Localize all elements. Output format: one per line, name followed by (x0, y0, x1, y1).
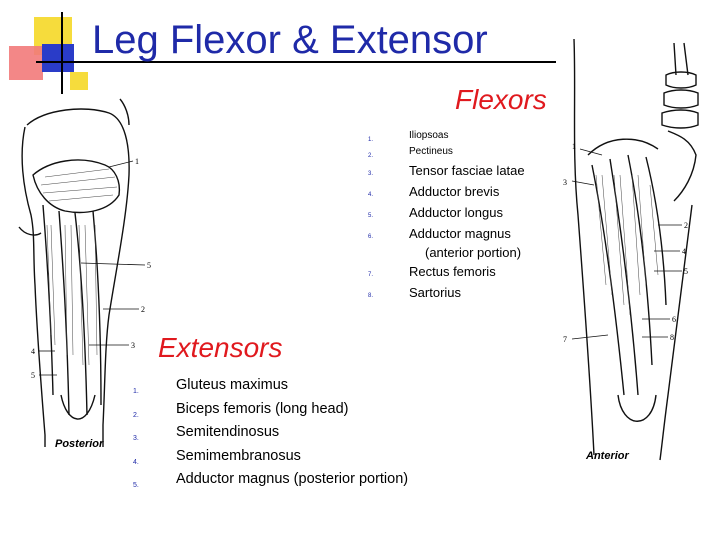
muscle-contour (74, 212, 88, 416)
muscle-subnote: (anterior portion) (425, 245, 522, 260)
callout-label: 5 (147, 261, 151, 270)
posterior-thigh-illustration: 1 5 2 3 4 5 Posterior (18, 98, 151, 450)
muscle-name: Iliopsoas (409, 130, 449, 141)
list-number: 2. (368, 153, 374, 159)
muscle-contour (609, 158, 639, 396)
callout-label: 6 (672, 315, 676, 324)
accent-square-red (9, 46, 43, 80)
gluteus-maximus-shape (32, 159, 121, 214)
list-number: 5. (133, 482, 139, 489)
muscle-contour (627, 154, 653, 366)
muscle-contour (645, 156, 667, 306)
vertebra (665, 71, 697, 89)
list-number: 1. (368, 137, 374, 143)
list-number: 5. (368, 213, 374, 219)
title-underline (36, 61, 556, 63)
callout-label: 8 (670, 333, 674, 342)
muscle-name: Biceps femoris (long head) (176, 400, 349, 417)
spine-outline (673, 42, 689, 76)
callout-label: 4 (682, 247, 686, 256)
muscle-contour (42, 204, 54, 396)
muscle-contour (591, 164, 625, 396)
extensors-heading: Extensors (158, 332, 283, 363)
callout-label: 2 (684, 221, 688, 230)
list-item: 5. Adductor magnus (posterior portion) (133, 468, 408, 492)
muscle-name: Adductor magnus (409, 226, 511, 241)
list-item: 4. Semimembranosus (133, 445, 408, 469)
flexor-list: 1. Iliopsoas 2. Pectineus 3. Tensor fasciae… (368, 128, 563, 303)
list-number: 4. (133, 458, 139, 466)
posterior-label: Posterior (55, 438, 104, 450)
slide-title: Leg Flexor & Extensor (92, 18, 488, 62)
muscle-contour (58, 210, 70, 416)
muscle-name: Semitendinosus (176, 424, 280, 440)
list-item: 8. Sartorius (368, 282, 563, 303)
list-item: 2. Pectineus (368, 144, 563, 160)
list-number: 6. (368, 234, 374, 240)
list-item: 7. Rectus femoris (368, 261, 563, 282)
callout-label: 5 (31, 371, 35, 380)
list-number: 2. (133, 411, 139, 419)
fiber-hatching (595, 174, 659, 316)
list-number: 3. (133, 435, 139, 442)
callout-leader (80, 262, 146, 266)
callout-label: 5 (684, 267, 688, 276)
muscle-name: Gluteus maximus (176, 377, 289, 393)
vertebra (661, 109, 699, 129)
muscle-name: Semimembranosus (176, 447, 301, 464)
muscle-name: Tensor fasciae latae (409, 163, 525, 178)
muscle-name: Adductor brevis (409, 184, 500, 199)
knee-contour (60, 394, 96, 420)
thigh-outline-lateral (573, 38, 595, 456)
flexors-heading: Flexors (455, 84, 547, 115)
accent-square-blue (42, 44, 74, 72)
fiber-hatching (40, 168, 118, 202)
callout-label: 2 (141, 305, 145, 314)
pelvis-contour (667, 130, 697, 202)
list-item: 1. Iliopsoas (368, 128, 563, 144)
list-number: 8. (368, 293, 374, 299)
list-number: 7. (368, 272, 374, 278)
list-number: 1. (133, 388, 139, 395)
callout-leader (571, 180, 595, 186)
muscle-contour (92, 210, 102, 406)
extensor-list: 1. Gluteus maximus 2. Biceps femoris (long… (133, 374, 408, 492)
muscle-name: Sartorius (409, 285, 462, 300)
thigh-outline-medial (659, 204, 693, 461)
callout-leader (579, 148, 603, 156)
callout-leader (108, 160, 134, 168)
fiber-hatching (46, 224, 98, 366)
inguinal-contour (587, 138, 659, 156)
vertebra (663, 89, 699, 109)
muscle-contour (18, 226, 42, 236)
list-item: 3. Semitendinosus (133, 421, 408, 445)
list-number: 4. (368, 192, 374, 198)
anterior-label: Anterior (585, 450, 630, 462)
thigh-outline-lateral (26, 108, 130, 447)
callout-label: 4 (31, 347, 35, 356)
knee-contour (617, 394, 657, 422)
list-item: 3. Tensor fasciae latae (368, 160, 563, 181)
list-item: 6. Adductor magnus (anterior portion) (368, 223, 563, 261)
callout-label: 3 (563, 178, 567, 187)
callout-label: 7 (563, 335, 567, 344)
accent-vertical-line (61, 12, 63, 94)
muscle-name: Adductor longus (409, 205, 503, 220)
anterior-thigh-illustration: 1 3 2 4 5 6 8 7 Anterior (563, 38, 699, 462)
list-item: 4. Adductor brevis (368, 181, 563, 202)
callout-leader (571, 334, 609, 340)
callout-label: 1 (135, 157, 139, 166)
hip-contour (119, 98, 130, 126)
list-item: 5. Adductor longus (368, 202, 563, 223)
list-item: 1. Gluteus maximus (133, 374, 408, 398)
accent-square-yellow-small (70, 72, 88, 90)
callout-label: 1 (572, 142, 576, 151)
muscle-name: Pectineus (409, 146, 453, 157)
muscle-name: Rectus femoris (409, 264, 496, 279)
muscle-name: Adductor magnus (posterior portion) (176, 471, 409, 487)
thigh-outline-medial (21, 126, 46, 447)
callout-label: 3 (131, 341, 135, 350)
list-number: 3. (368, 171, 374, 177)
list-item: 2. Biceps femoris (long head) (133, 398, 408, 422)
